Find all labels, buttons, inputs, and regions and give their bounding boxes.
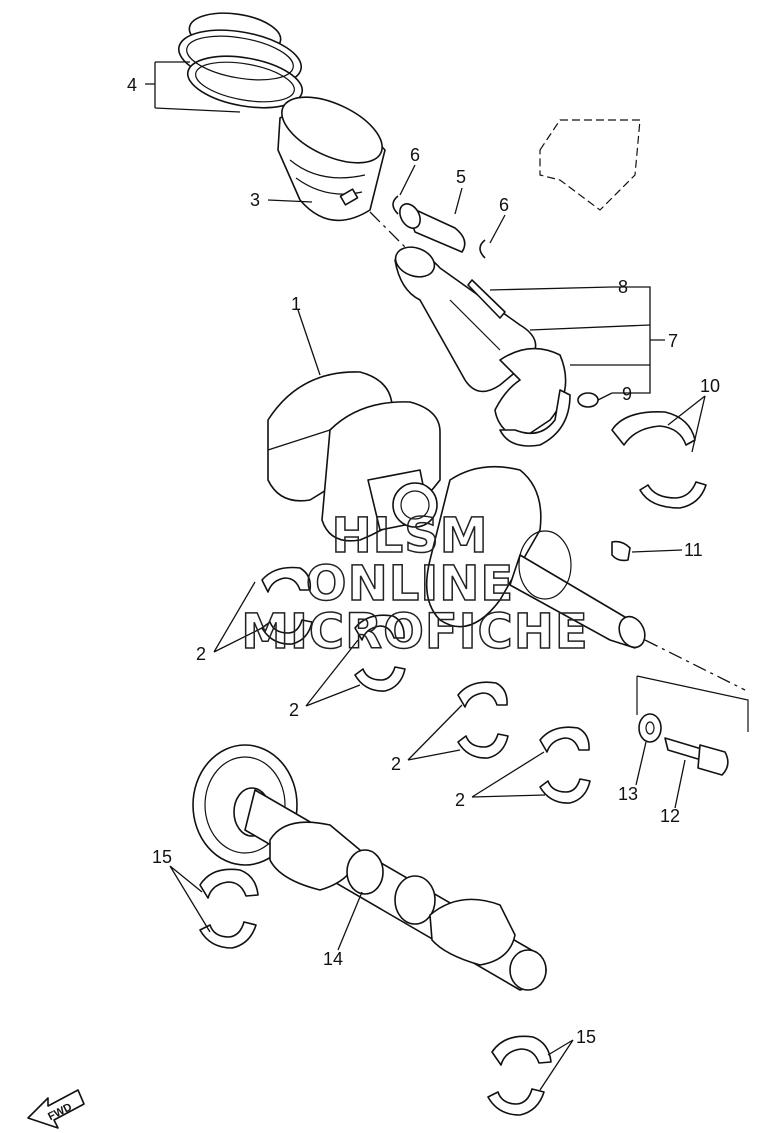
woodruff-key bbox=[611, 540, 631, 562]
watermark-line-2: ONLINE bbox=[306, 556, 514, 612]
watermark-line-1: HLSM bbox=[331, 508, 488, 564]
callout-1: 1 bbox=[291, 294, 301, 314]
callout-2-b: 2 bbox=[289, 700, 299, 720]
assembly-line-crank bbox=[644, 639, 746, 691]
connecting-rod bbox=[394, 119, 641, 447]
callout-2-d: 2 bbox=[455, 790, 465, 810]
callout-13: 13 bbox=[618, 784, 638, 804]
balancer-shaft bbox=[192, 744, 547, 991]
callout-8: 8 bbox=[618, 277, 628, 297]
piston-rings bbox=[177, 12, 304, 109]
washer bbox=[638, 713, 662, 743]
leader-lines bbox=[145, 61, 706, 1091]
bolt-bracket bbox=[636, 675, 749, 732]
crankshaft bbox=[267, 371, 646, 649]
callout-5: 5 bbox=[456, 167, 466, 187]
callout-15-b: 15 bbox=[576, 1027, 596, 1047]
callout-11: 11 bbox=[684, 540, 703, 560]
piston bbox=[277, 96, 386, 222]
fwd-arrow: FWD bbox=[27, 1089, 85, 1129]
bolt bbox=[664, 737, 729, 776]
callout-10: 10 bbox=[700, 376, 720, 396]
watermark: HLSM ONLINE MICROFICHE bbox=[241, 507, 589, 661]
rod-bearings bbox=[611, 411, 707, 509]
balancer-bearings bbox=[199, 868, 552, 1116]
callout-7: 7 bbox=[668, 331, 678, 351]
callout-2-a: 2 bbox=[196, 644, 206, 664]
callout-15-a: 15 bbox=[152, 847, 172, 867]
callout-9: 9 bbox=[622, 384, 632, 404]
assembly-line-piston bbox=[369, 211, 411, 253]
callout-2-c: 2 bbox=[391, 754, 401, 774]
main-bearings bbox=[261, 566, 591, 804]
callout-14: 14 bbox=[323, 949, 343, 969]
callout-6-b: 6 bbox=[499, 195, 509, 215]
watermark-line-3: MICROFICHE bbox=[241, 604, 588, 660]
callout-6-a: 6 bbox=[410, 145, 420, 165]
callout-4: 4 bbox=[127, 75, 137, 95]
callout-3: 3 bbox=[250, 190, 260, 210]
pin-clips bbox=[392, 195, 486, 259]
piston-pin bbox=[399, 203, 466, 253]
callout-12: 12 bbox=[660, 806, 680, 826]
